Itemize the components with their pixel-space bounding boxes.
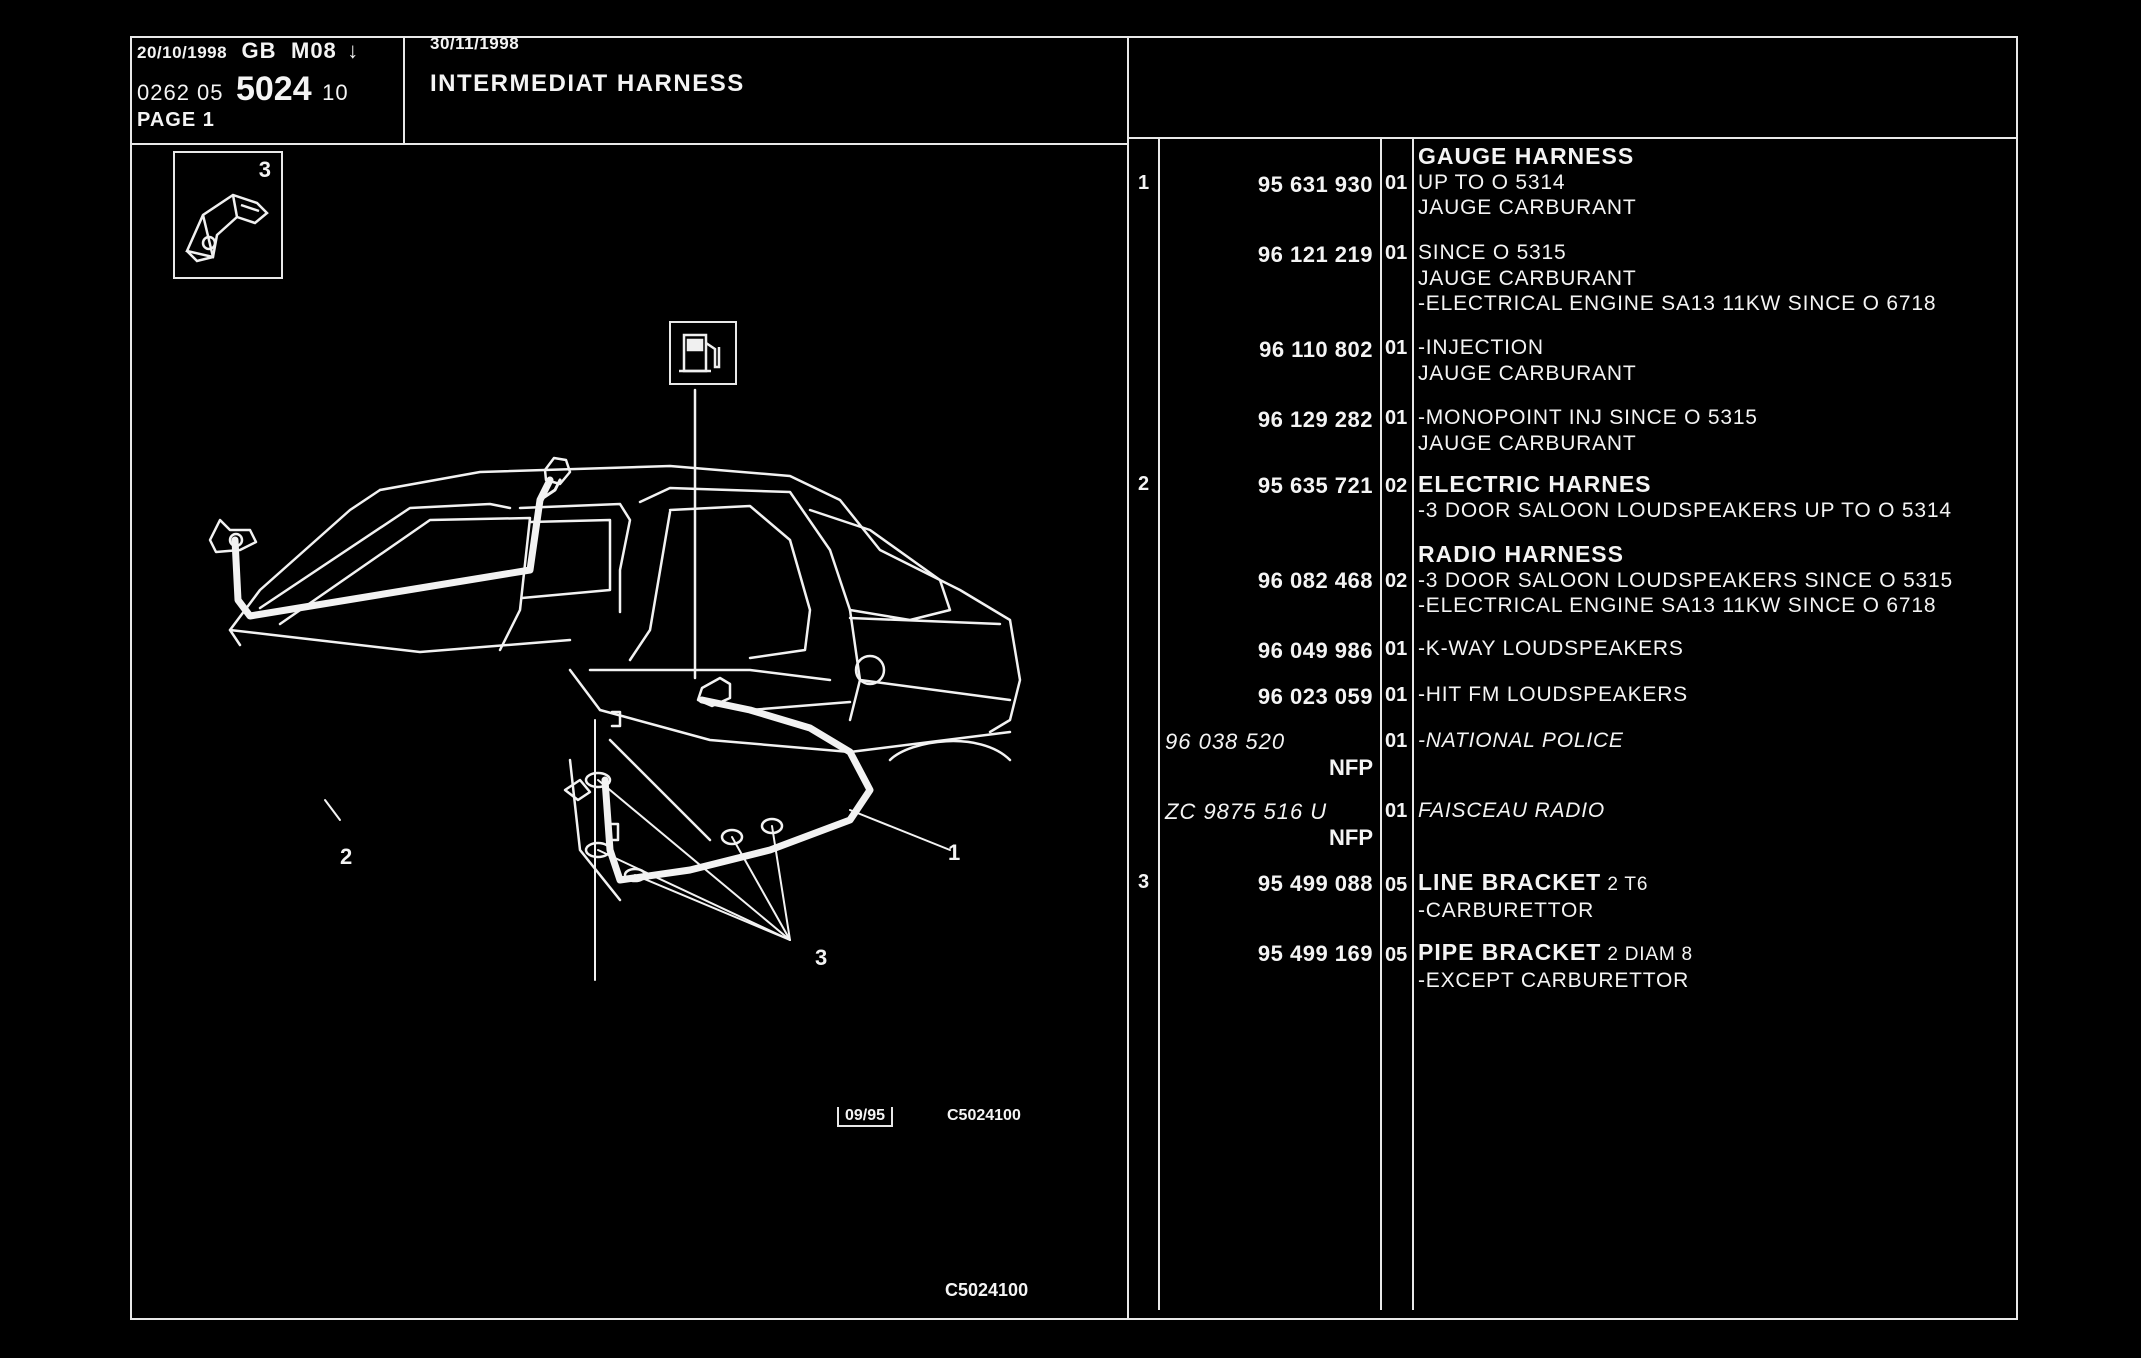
header-bottom-left (130, 143, 1128, 145)
row-12-desc-title: PIPE BRACKET (1418, 939, 1602, 965)
row-3-part-number: 96 110 802 (1259, 337, 1373, 362)
page-title: INTERMEDIAT HARNESS (430, 70, 745, 97)
car-harness-diagram (208, 388, 1022, 981)
row-9-qty: 01 (1385, 730, 1408, 752)
row-1-desc-line-3: JAUGE CARBURANT (1418, 196, 1637, 219)
row-10-qty: 01 (1385, 800, 1408, 822)
row-8-desc-line-1: -HIT FM LOUDSPEAKERS (1418, 683, 1688, 706)
row-2-part-number: 96 121 219 (1257, 242, 1373, 267)
row-5-ref: 2 (1138, 473, 1150, 495)
row-7-part-number: 96 049 986 (1257, 638, 1373, 663)
page-frame (130, 36, 2018, 1320)
row-5-qty: 02 (1385, 475, 1408, 497)
row-3-desc-line-2: JAUGE CARBURANT (1418, 361, 1637, 385)
header-divider-1 (403, 36, 405, 144)
row-2-desc-line-1: SINCE O 5315 (1418, 241, 1567, 264)
stamp-date: 09/95 (837, 1107, 894, 1127)
row-11-desc-title-suffix: 2 T6 (1601, 874, 1649, 895)
row-7-desc-line-1: -K-WAY LOUDSPEAKERS (1418, 637, 1684, 660)
row-2-desc-line-3: -ELECTRICAL ENGINE SA13 11KW SINCE O 671… (1418, 292, 1937, 315)
row-12-desc-title-suffix: 2 DIAM 8 (1601, 944, 1693, 965)
row-11-desc-title: LINE BRACKET (1418, 869, 1602, 895)
row-10-part-number: ZC 9875 516 U (1165, 799, 1328, 824)
row-2-desc-line-2: JAUGE CARBURANT (1418, 266, 1637, 290)
row-2-qty: 01 (1385, 242, 1408, 264)
row-1-description: GAUGE HARNESS UP TO O 5314 JAUGE CARBURA… (1418, 143, 1637, 221)
row-6-part-number: 96 082 468 (1257, 568, 1373, 593)
row-12-description: PIPE BRACKET 2 DIAM 8 -EXCEPT CARBURETTO… (1418, 939, 1693, 993)
header-date-line: 20/10/1998 GB M08 ↓ (137, 38, 359, 64)
row-12-part-number: 95 499 169 (1257, 941, 1373, 966)
row-5-part-number: 95 635 721 (1257, 473, 1373, 498)
col-divider-qty-right (1412, 137, 1414, 1310)
row-10-nfp: NFP (1329, 825, 1373, 850)
row-11-part-number: 95 499 088 (1257, 871, 1373, 896)
row-1-ref: 1 (1138, 172, 1150, 194)
row-3-qty: 01 (1385, 337, 1408, 359)
row-10-description: FAISCEAU RADIO (1418, 798, 1605, 824)
bracket-icon (185, 193, 269, 263)
row-11-ref: 3 (1138, 871, 1150, 893)
row-9-desc-line-1: -NATIONAL POLICE (1418, 729, 1624, 752)
row-1-desc-title: GAUGE HARNESS (1418, 143, 1635, 169)
header-page: PAGE 1 (137, 109, 215, 131)
bottom-code: C5024100 (945, 1280, 1029, 1300)
row-5-desc-line-2: -3 DOOR SALOON LOUDSPEAKERS UP TO O 5314 (1418, 498, 1952, 522)
row-8-part-number: 96 023 059 (1257, 684, 1373, 709)
row-8-description: -HIT FM LOUDSPEAKERS (1418, 682, 1688, 708)
row-6-desc-title: RADIO HARNESS (1418, 541, 1624, 567)
row-5-desc-title: ELECTRIC HARNES (1418, 471, 1652, 497)
row-2-description: SINCE O 5315 JAUGE CARBURANT -ELECTRICAL… (1418, 240, 1936, 317)
callout-1: 1 (948, 840, 961, 865)
fuel-pump-icon (669, 321, 737, 385)
row-6-desc-line-2: -3 DOOR SALOON LOUDSPEAKERS SINCE O 5315 (1418, 568, 1953, 592)
row-5-description: ELECTRIC HARNES -3 DOOR SALOON LOUDSPEAK… (1418, 471, 1952, 523)
main-divider (1127, 36, 1129, 1320)
inset-bracket-box: 3 (173, 151, 283, 279)
header-code-prefix: 0262 05 (137, 80, 224, 105)
row-3-desc-line-1: -INJECTION (1418, 336, 1544, 359)
row-10-desc-line-1: FAISCEAU RADIO (1418, 799, 1606, 822)
row-4-desc-line-2: JAUGE CARBURANT (1418, 431, 1637, 455)
row-11-qty: 05 (1385, 874, 1408, 896)
row-12-qty: 05 (1385, 944, 1408, 966)
header-update-date: 30/11/1998 (430, 34, 520, 53)
col-divider-qty-left (1380, 137, 1382, 1310)
header-code-line: 0262 05 5024 10 (137, 70, 349, 109)
header-date: 20/10/1998 (137, 43, 228, 62)
header-code-main: 5024 (235, 70, 312, 108)
header-bottom-right (1127, 137, 2018, 139)
row-11-desc-line-2: -CARBURETTOR (1418, 898, 1595, 922)
callout-2: 2 (340, 844, 353, 869)
row-1-desc-line-2: UP TO O 5314 (1418, 170, 1566, 194)
row-11-description: LINE BRACKET 2 T6 -CARBURETTOR (1418, 869, 1649, 923)
row-8-qty: 01 (1385, 684, 1408, 706)
row-7-qty: 01 (1385, 638, 1408, 660)
stamp-code: C5024100 (947, 1107, 1021, 1124)
col-divider-ref (1158, 137, 1160, 1310)
row-1-qty: 01 (1385, 172, 1408, 194)
row-4-desc-line-1: -MONOPOINT INJ SINCE O 5315 (1418, 406, 1758, 429)
row-4-qty: 01 (1385, 407, 1408, 429)
row-7-description: -K-WAY LOUDSPEAKERS (1418, 636, 1684, 662)
callout-3: 3 (815, 945, 828, 970)
header-model: M08 (291, 38, 337, 63)
header-lang: GB (241, 38, 277, 63)
row-3-description: -INJECTION JAUGE CARBURANT (1418, 335, 1637, 386)
row-1-part-number: 95 631 930 (1257, 172, 1373, 197)
row-6-qty: 02 (1385, 570, 1408, 592)
row-4-part-number: 96 129 282 (1257, 407, 1373, 432)
row-9-part-number: 96 038 520 (1165, 729, 1286, 754)
row-12-desc-line-2: -EXCEPT CARBURETTOR (1418, 968, 1690, 992)
header-code-suffix: 10 (322, 80, 349, 105)
row-6-description: RADIO HARNESS -3 DOOR SALOON LOUDSPEAKER… (1418, 541, 1953, 619)
row-4-description: -MONOPOINT INJ SINCE O 5315 JAUGE CARBUR… (1418, 405, 1758, 456)
down-arrow-icon: ↓ (347, 38, 360, 63)
inset-number: 3 (258, 157, 271, 182)
row-6-desc-line-3: -ELECTRICAL ENGINE SA13 11KW SINCE O 671… (1418, 594, 1937, 617)
row-9-description: -NATIONAL POLICE (1418, 728, 1624, 754)
row-9-nfp: NFP (1329, 755, 1373, 780)
